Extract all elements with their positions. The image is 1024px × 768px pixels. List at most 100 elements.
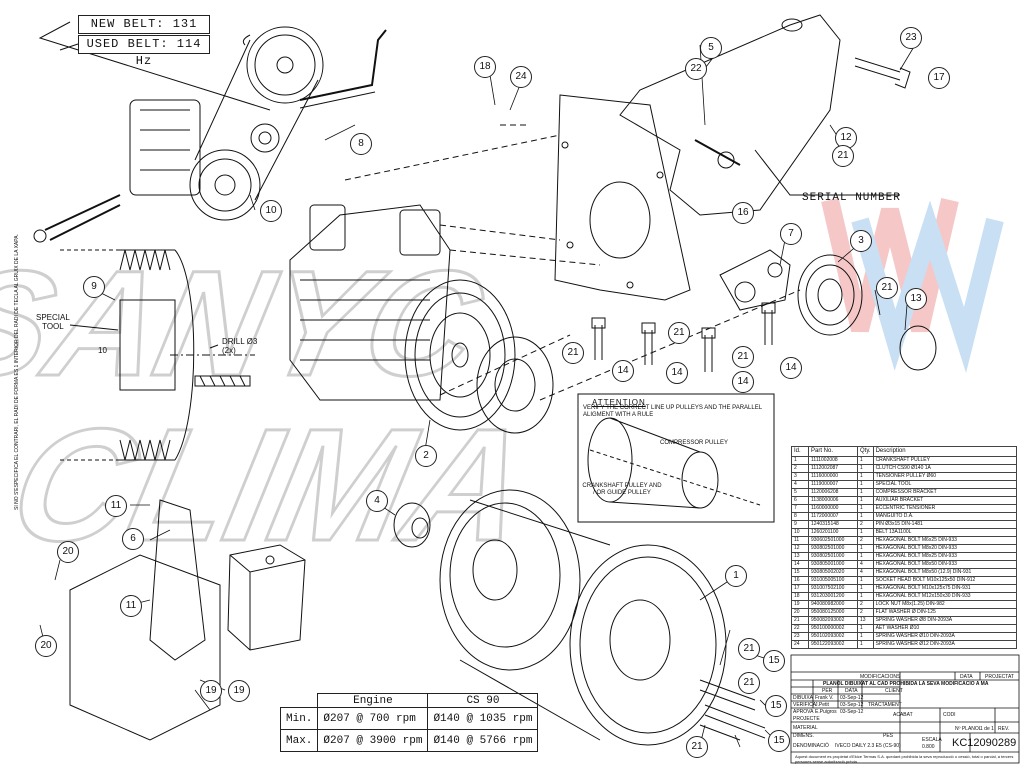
tb-dimens: DIMENS. — [793, 733, 814, 739]
callout-20b[interactable]: 20 — [35, 635, 57, 657]
callout-14a[interactable]: 14 — [612, 360, 634, 382]
callout-6[interactable]: 6 — [122, 528, 144, 550]
part-qty: 1 — [857, 480, 874, 489]
tb-aprova-per: E.Puigros — [815, 709, 837, 715]
callout-15b[interactable]: 15 — [765, 695, 787, 717]
part-description: HEXAGONAL BOLT M12x150x30 DIN-933 — [872, 592, 1018, 601]
speed-table: Engine CS 90 Min. Ø207 @ 700 rpm Ø140 @ … — [279, 693, 539, 752]
tb-verifica-data: 03-Sep-12 — [840, 702, 864, 708]
part-qty: 2 — [857, 520, 874, 529]
tb-projecte: PROJECTE — [793, 716, 820, 722]
callout-21c[interactable]: 21 — [562, 342, 584, 364]
callout-9[interactable]: 9 — [83, 276, 105, 298]
part-number: 950100000002 — [808, 624, 858, 633]
tb-dibuixa-data: 03-Sep-12 — [840, 695, 864, 701]
callout-11b[interactable]: 11 — [120, 595, 142, 617]
callout-21h[interactable]: 21 — [686, 736, 708, 758]
callout-17[interactable]: 17 — [928, 67, 950, 89]
callout-20a[interactable]: 20 — [57, 541, 79, 563]
part-id: 21 — [791, 616, 809, 625]
special-tool-section — [60, 249, 255, 461]
part-description: HEXAGONAL BOLT M8x50 (12.9) DIN-931 — [872, 568, 1018, 577]
speed-row-max: Max. Ø207 @ 3900 rpm Ø140 @ 5766 rpm — [279, 729, 539, 752]
callout-16[interactable]: 16 — [732, 202, 754, 224]
part-description: HEXAGONAL BOLT M8x50 DIN-933 — [872, 560, 1018, 569]
part-description: HEXAGONAL BOLT M10x125x75 DIN-931 — [872, 584, 1018, 593]
tb-verifica: VERIFICA — [793, 702, 817, 708]
tb-client: CLIENT — [885, 688, 903, 694]
special-tool-hub — [393, 502, 431, 548]
part-description: SPRING WASHER Ø12 DIN-2093A — [872, 640, 1018, 649]
part-qty: 1 — [857, 640, 874, 649]
part-id: 17 — [791, 584, 809, 593]
callout-19a[interactable]: 19 — [200, 680, 222, 702]
callout-5[interactable]: 5 — [700, 37, 722, 59]
callout-22[interactable]: 22 — [685, 58, 707, 80]
new-belt-frequency: NEW BELT: 131 Hz — [78, 15, 210, 48]
part-id: 1 — [791, 456, 809, 465]
part-qty: 4 — [857, 560, 874, 569]
tb-notice: PLANOL DIBUIXAT AL CAD PROHIBIDA LA SEVA… — [823, 681, 989, 687]
callout-21e[interactable]: 21 — [732, 346, 754, 368]
part-number: 950080125000 — [808, 608, 858, 617]
attention-text: VERIFY THE CORRECT LINE UP PULLEYS AND T… — [583, 405, 762, 418]
callout-21b[interactable]: 21 — [876, 277, 898, 299]
part-id: 22 — [791, 624, 809, 633]
callout-14c[interactable]: 14 — [732, 371, 754, 393]
special-tool-label: SPECIAL TOOL — [36, 313, 70, 331]
callout-10[interactable]: 10 — [260, 200, 282, 222]
part-description: PIN Ø3x15 DIN-1481 — [872, 520, 1018, 529]
part-description: MANGUITO D.A. — [872, 512, 1018, 521]
callout-21g[interactable]: 21 — [738, 672, 760, 694]
part-number: 1260201100 — [808, 528, 858, 537]
callout-15c[interactable]: 15 — [768, 730, 790, 752]
part-number: 950122093002 — [808, 640, 858, 649]
callout-21d[interactable]: 21 — [668, 322, 690, 344]
part-number: 930805001000 — [808, 560, 858, 569]
part-number: 1119000007 — [808, 480, 858, 489]
part-id: 18 — [791, 592, 809, 601]
dimension-10: 10 — [98, 346, 107, 355]
part-qty: 1 — [857, 528, 874, 537]
callout-23[interactable]: 23 — [900, 27, 922, 49]
callout-2[interactable]: 2 — [415, 445, 437, 467]
part-qty: 2 — [857, 600, 874, 609]
part-id: 19 — [791, 600, 809, 609]
attention-title: ATTENTION — [592, 398, 646, 407]
parts-header-part-no: Part No. — [808, 446, 858, 457]
tb-denominacio: DENOMINACIÓ — [793, 743, 829, 749]
callout-19b[interactable]: 19 — [228, 680, 250, 702]
tb-dibuixa-per: Frank V. — [815, 695, 834, 701]
part-qty: 1 — [857, 472, 874, 481]
part-qty: 1 — [857, 512, 874, 521]
callout-14d[interactable]: 14 — [780, 357, 802, 379]
tb-rev: REV. — [998, 726, 1010, 732]
part-description: CRANKSHAFT PULLEY — [872, 456, 1018, 465]
callout-21f[interactable]: 21 — [738, 638, 760, 660]
callout-24[interactable]: 24 — [510, 66, 532, 88]
callout-14b[interactable]: 14 — [666, 362, 688, 384]
callout-8[interactable]: 8 — [350, 133, 372, 155]
callout-7[interactable]: 7 — [780, 223, 802, 245]
callout-11a[interactable]: 11 — [105, 495, 127, 517]
compressor-body — [289, 204, 554, 434]
part-number: 1120006208 — [808, 488, 858, 497]
min-label: Min. — [279, 707, 319, 730]
callout-4[interactable]: 4 — [366, 490, 388, 512]
callout-15a[interactable]: 15 — [763, 650, 785, 672]
watermark-logo: SANYC CLIMA — [0, 197, 1004, 576]
callout-1[interactable]: 1 — [725, 565, 747, 587]
callout-3[interactable]: 3 — [850, 230, 872, 252]
tb-data: DATA — [960, 674, 973, 680]
callout-21a[interactable]: 21 — [832, 145, 854, 167]
callout-18[interactable]: 18 — [474, 56, 496, 78]
callout-13[interactable]: 13 — [905, 288, 927, 310]
